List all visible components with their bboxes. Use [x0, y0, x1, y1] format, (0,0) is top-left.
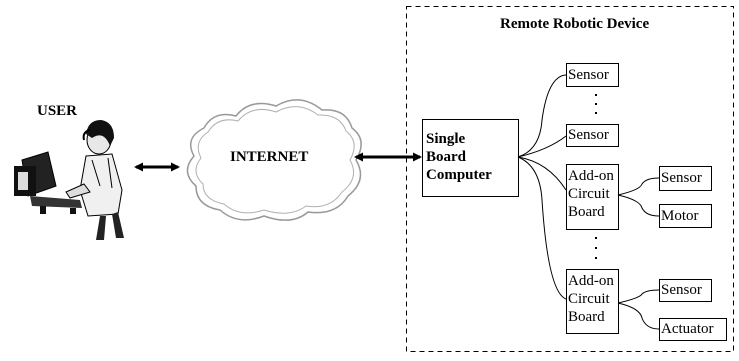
- single-board-line-2: Board: [426, 149, 467, 165]
- sensor-top-box: [566, 63, 619, 87]
- upper-board-motor-label: Motor: [661, 208, 699, 224]
- lower-board-actuator-label: Actuator: [661, 321, 714, 337]
- user-workstation-icon: [14, 120, 124, 240]
- add-on-upper-line-2: Circuit: [568, 186, 610, 202]
- remote-device-boundary: [406, 6, 734, 352]
- remote-device-title: Remote Robotic Device: [500, 16, 650, 32]
- single-board-computer-box: [422, 119, 519, 197]
- internet-label: INTERNET: [230, 149, 309, 165]
- add-on-lower-label: Add-on Circuit Board: [568, 272, 620, 326]
- lower-board-sensor-label: Sensor: [661, 282, 702, 298]
- vertical-ellipsis-upper: [595, 94, 597, 114]
- single-board-line-3: Computer: [426, 167, 492, 183]
- lower-board-actuator-box: [659, 318, 727, 341]
- single-board-line-1: Single: [426, 131, 466, 147]
- sensor-second-label: Sensor: [568, 127, 609, 143]
- sensor-second-box: [566, 124, 619, 147]
- add-on-upper-label: Add-on Circuit Board: [568, 167, 620, 221]
- add-on-lower-line-2: Circuit: [568, 291, 610, 307]
- add-on-upper-line-1: Add-on: [568, 168, 614, 184]
- internet-cloud: [186, 99, 362, 221]
- vertical-ellipsis-lower: [595, 237, 597, 259]
- upper-board-sensor-box: [659, 166, 712, 191]
- add-on-lower-line-1: Add-on: [568, 273, 614, 289]
- add-on-lower-box: [566, 269, 619, 334]
- add-on-upper-line-3: Board: [568, 204, 605, 220]
- single-board-computer-label: Single Board Computer: [426, 130, 518, 184]
- sensor-top-label: Sensor: [568, 67, 609, 83]
- upper-board-sensor-label: Sensor: [661, 170, 702, 186]
- computer-branch-connectors: [517, 74, 567, 300]
- lower-board-sensor-box: [659, 279, 712, 302]
- add-on-branch-connectors: [617, 177, 660, 330]
- add-on-upper-box: [566, 164, 619, 230]
- upper-board-motor-box: [659, 204, 712, 228]
- add-on-lower-line-3: Board: [568, 309, 605, 325]
- user-label: USER: [37, 103, 78, 119]
